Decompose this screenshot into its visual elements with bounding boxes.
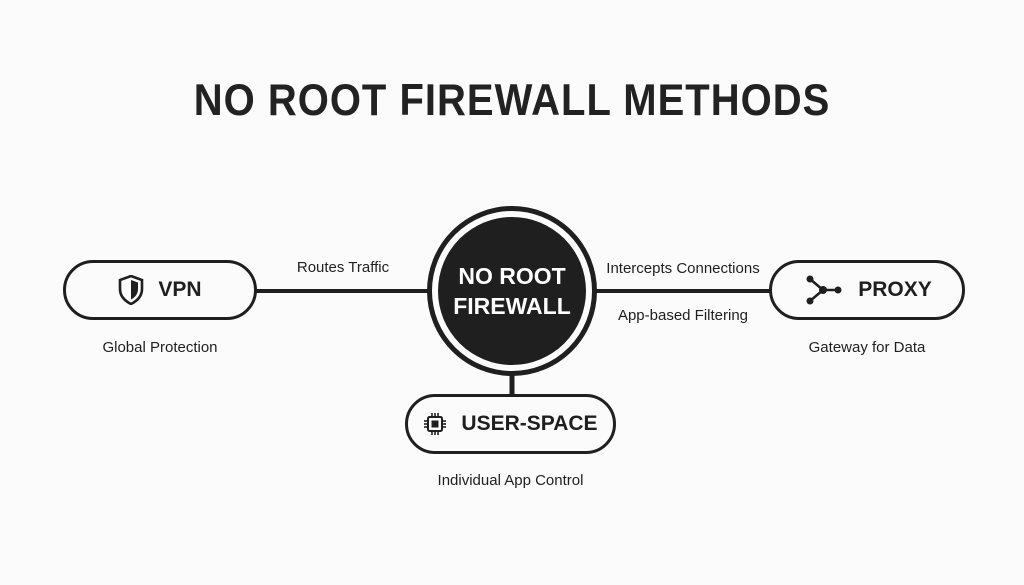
userspace-caption: Individual App Control <box>437 472 584 489</box>
edge-label-routes-traffic: Routes Traffic <box>296 259 390 276</box>
edge-label-intercepts-connections: Intercepts Connections <box>606 260 760 277</box>
vpn-node: VPN <box>63 260 257 320</box>
proxy-caption: Gateway for Data <box>808 339 926 356</box>
hub-circle: NO ROOT FIREWALL <box>427 206 597 376</box>
hub-label-line2: FIREWALL <box>453 293 571 319</box>
vpn-label: VPN <box>158 278 202 301</box>
network-nodes-icon <box>802 273 844 307</box>
userspace-label: USER-SPACE <box>461 412 598 435</box>
diagram-title: NO ROOT FIREWALL METHODS <box>193 76 831 126</box>
edge-label-app-filtering: App-based Filtering <box>617 307 749 324</box>
hub-core: NO ROOT FIREWALL <box>438 217 586 365</box>
proxy-node: PROXY <box>769 260 965 320</box>
vpn-caption: Global Protection <box>102 339 218 356</box>
proxy-label: PROXY <box>858 278 932 301</box>
shield-icon <box>118 275 144 305</box>
cpu-chip-icon <box>423 412 447 436</box>
userspace-node: USER-SPACE <box>405 394 616 454</box>
hub-label-line1: NO ROOT <box>458 263 566 289</box>
